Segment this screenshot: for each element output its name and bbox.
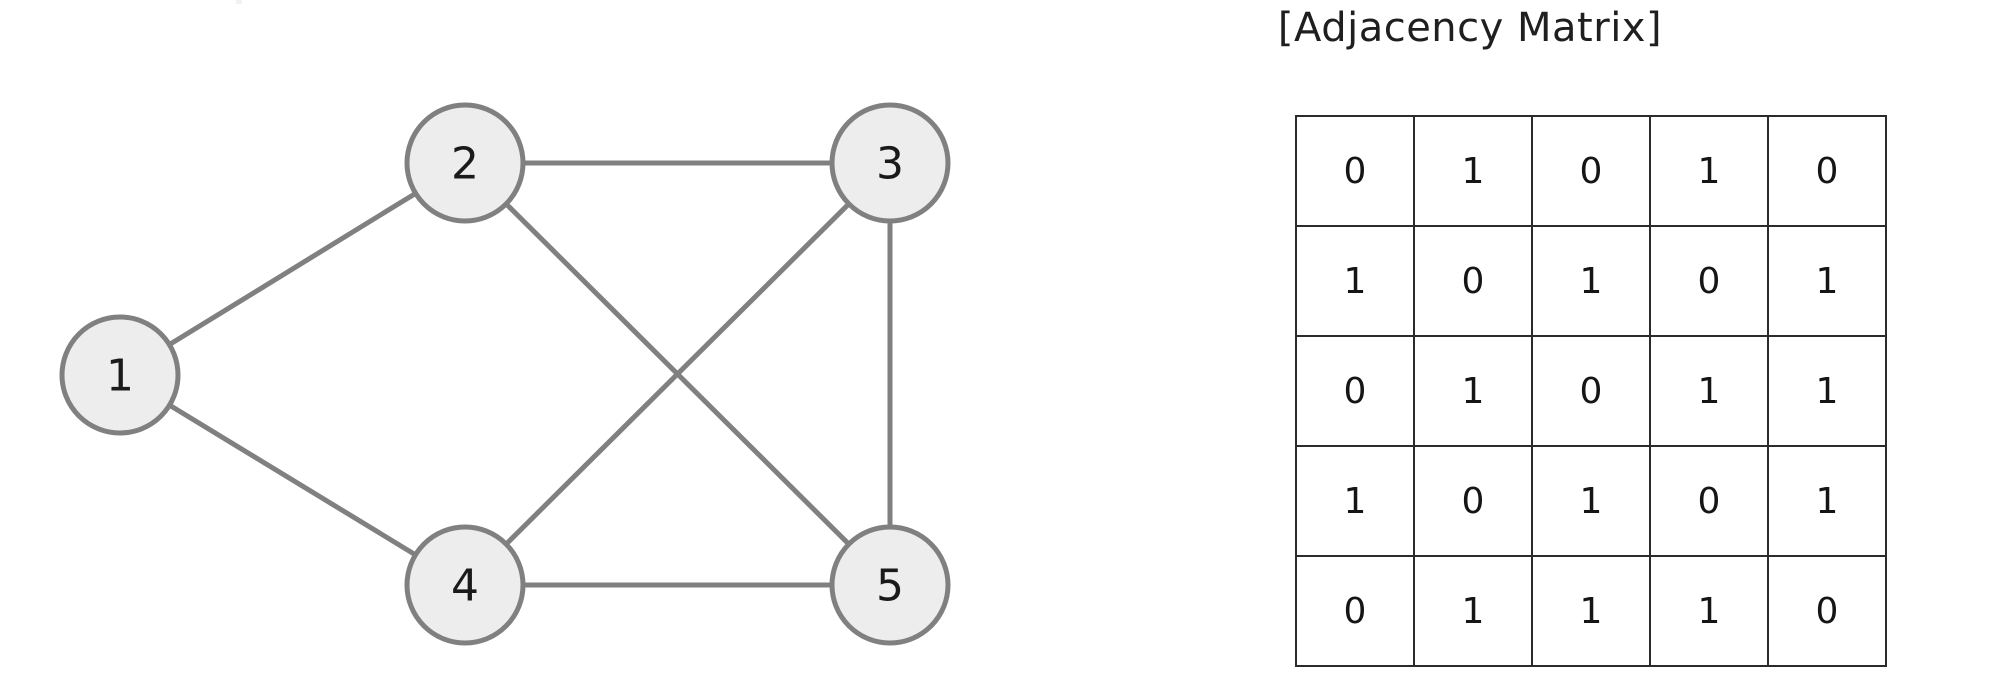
graph-node-circle-5[interactable] — [829, 524, 951, 646]
matrix-cell-r3-c5: 1 — [1767, 335, 1887, 447]
matrix-cell-r5-c3: 1 — [1531, 555, 1651, 667]
matrix-cell-r3-c4: 1 — [1649, 335, 1769, 447]
matrix-cell-r4-c4: 0 — [1649, 445, 1769, 557]
nodes-group: 1 2 3 4 5 — [59, 102, 951, 646]
matrix-cell-r5-c5: 0 — [1767, 555, 1887, 667]
graph-node-circle-4[interactable] — [404, 524, 526, 646]
graph-node-label-5: 5 — [876, 561, 904, 612]
matrix-cell-r1-c3: 0 — [1531, 115, 1651, 227]
graph-edge-1-2 — [166, 190, 419, 348]
matrix-cell-r1-c5: 0 — [1767, 115, 1887, 227]
matrix-cell-r3-c1: 0 — [1295, 335, 1415, 447]
graph-node-circle-3[interactable] — [829, 102, 951, 224]
matrix-cell-r1-c2: 1 — [1413, 115, 1533, 227]
graph-svg: 1 2 3 4 5 — [59, 102, 951, 646]
matrix-cell-r2-c4: 0 — [1649, 225, 1769, 337]
matrix-cell-r1-c1: 0 — [1295, 115, 1415, 227]
graph-node-circle-2[interactable] — [404, 102, 526, 224]
matrix-cell-r3-c3: 0 — [1531, 335, 1651, 447]
graph-node-label-1: 1 — [106, 351, 134, 402]
matrix-cell-r5-c4: 1 — [1649, 555, 1769, 667]
graph-node-circle-1[interactable] — [59, 314, 181, 436]
matrix-cell-r2-c1: 1 — [1295, 225, 1415, 337]
matrix-title: [Adjacency Matrix] — [1277, 5, 1663, 51]
graph-node-2[interactable]: 2 — [404, 102, 526, 224]
graph-node-label-2: 2 — [451, 139, 479, 190]
graph-node-label-3: 3 — [876, 139, 904, 190]
matrix-cell-r5-c1: 0 — [1295, 555, 1415, 667]
graph-node-4[interactable]: 4 — [404, 524, 526, 646]
graph-panel: 1 2 3 4 5 — [59, 102, 951, 646]
edges-group — [166, 160, 893, 588]
graph-node-3[interactable]: 3 — [829, 102, 951, 224]
matrix-cell-r4-c3: 1 — [1531, 445, 1651, 557]
matrix-cell-r3-c2: 1 — [1413, 335, 1533, 447]
matrix-cell-r5-c2: 1 — [1413, 555, 1533, 667]
matrix-cell-r4-c2: 0 — [1413, 445, 1533, 557]
matrix-cell-r4-c1: 1 — [1295, 445, 1415, 557]
cropped-text-artifact — [236, 0, 242, 4]
graph-edge-3-4 — [502, 200, 853, 548]
matrix-cell-r2-c2: 0 — [1413, 225, 1533, 337]
matrix-cell-r2-c5: 1 — [1767, 225, 1887, 337]
graph-node-5[interactable]: 5 — [829, 524, 951, 646]
graph-edge-1-4 — [166, 401, 419, 559]
graph-node-label-4: 4 — [451, 561, 479, 612]
matrix-cell-r2-c3: 1 — [1531, 225, 1651, 337]
matrix-cell-r4-c5: 1 — [1767, 445, 1887, 557]
graph-node-1[interactable]: 1 — [59, 314, 181, 436]
matrix-cell-r1-c4: 1 — [1649, 115, 1769, 227]
